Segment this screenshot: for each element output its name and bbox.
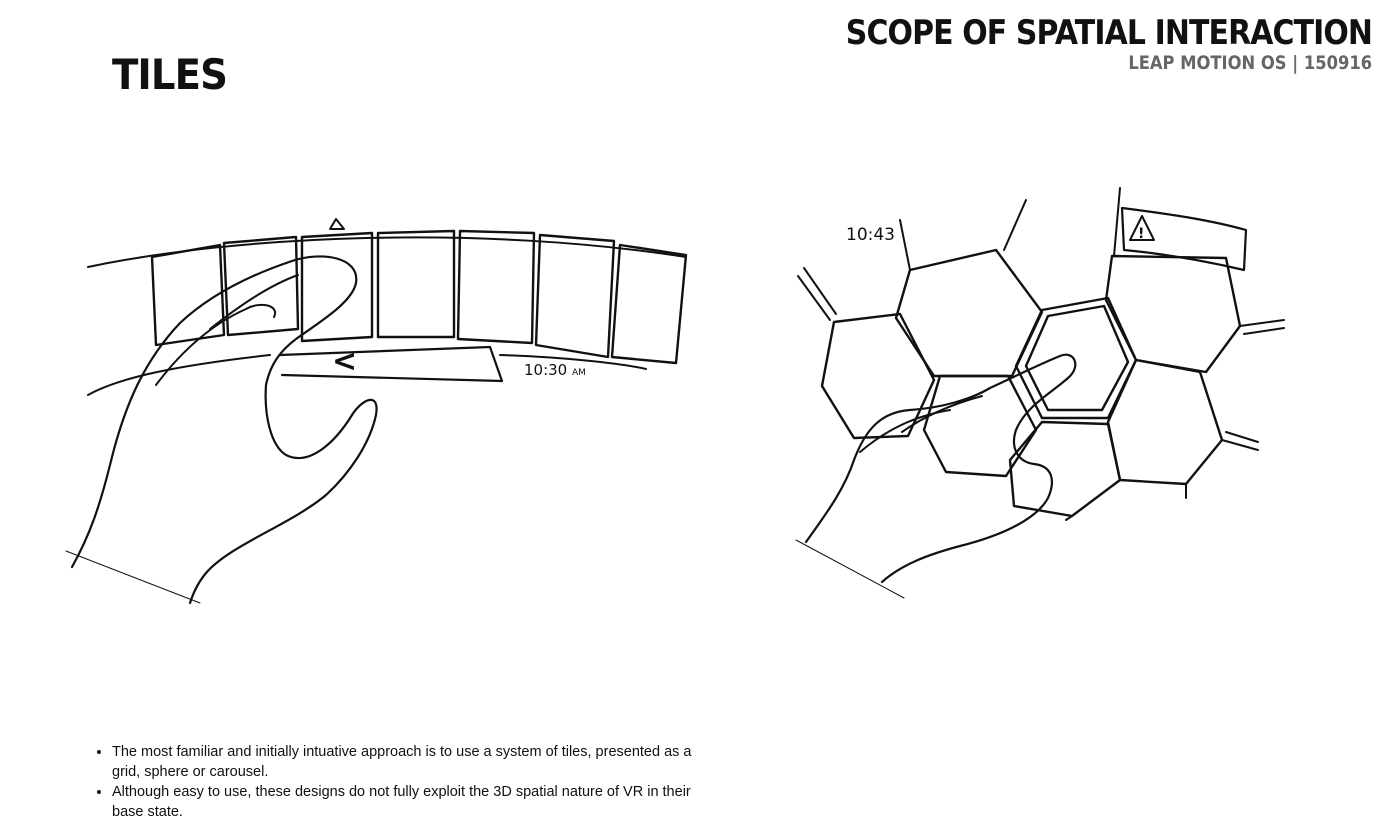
hex-cell [1104, 254, 1242, 374]
notes-list: The most familiar and initially intuativ… [90, 742, 692, 822]
ground-line [795, 539, 905, 599]
deck-subtitle: LEAP MOTION OS | 150916 [1128, 52, 1372, 74]
tile [222, 235, 300, 337]
carousel-top-rail [87, 236, 687, 268]
tile [456, 229, 536, 345]
hex-grid-sketch: 10:43 ! [795, 187, 1285, 599]
hex-cell [922, 374, 1038, 478]
hand-outline [804, 353, 1077, 584]
deck-header: SCOPE OF SPATIAL INTERACTION LEAP MOTION… [774, 13, 1373, 74]
deck-title: SCOPE OF SPATIAL INTERACTION [845, 13, 1373, 53]
hand-finger [901, 395, 983, 433]
hex-cell [894, 248, 1044, 378]
carousel-time-label: 10:30 [524, 361, 567, 379]
tile [150, 243, 226, 347]
carousel-time: 10:30 AM [524, 361, 586, 379]
hex-outer-edges [797, 187, 1285, 521]
hex-cell [1024, 304, 1130, 412]
tile [610, 243, 688, 365]
hex-cell [1106, 358, 1224, 486]
note-item: The most familiar and initially intuativ… [112, 742, 692, 782]
carousel-bottom-rail [87, 354, 647, 396]
tile [534, 233, 616, 359]
hand-outline [70, 255, 378, 605]
warning-glyph: ! [1138, 226, 1144, 242]
tile-carousel-sketch: < 10:30 AM [65, 218, 688, 605]
back-bar [278, 345, 504, 383]
back-glyph: < [332, 344, 357, 379]
selection-triangle-icon [329, 218, 345, 230]
page-title: TILES [112, 50, 228, 99]
hand-finger [155, 303, 277, 386]
tile [300, 231, 374, 343]
hex-cells [820, 248, 1242, 518]
note-item: Although easy to use, these designs do n… [112, 782, 692, 822]
notification-tab [1120, 206, 1248, 272]
carousel-time-suffix: AM [572, 368, 586, 378]
hand-finger [209, 274, 299, 330]
hex-cell [1008, 420, 1122, 518]
warning-triangle-icon [1129, 215, 1155, 241]
tile [376, 229, 456, 339]
hex-cell [820, 312, 936, 440]
ground-line [65, 550, 201, 604]
hexgrid-time: 10:43 [846, 225, 895, 245]
hex-cell [1014, 296, 1138, 420]
carousel-tiles [150, 229, 688, 365]
